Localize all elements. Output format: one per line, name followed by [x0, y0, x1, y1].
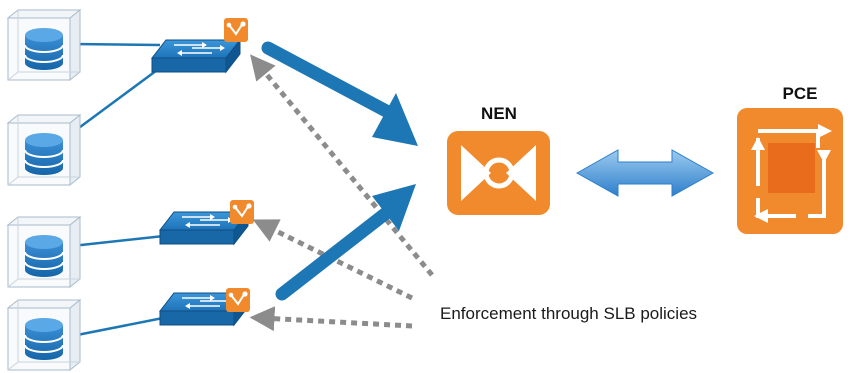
- enforcement-badge-icon: [225, 287, 251, 313]
- nen-pce-double-arrow: [575, 149, 715, 197]
- nen-label: NEN: [481, 104, 517, 123]
- switch-node-top: [151, 17, 249, 73]
- enforcement-badge-icon: [223, 17, 249, 43]
- traffic-arrow-top: [261, 41, 418, 146]
- database-icon: [7, 114, 81, 186]
- switch-node-middle: [159, 199, 255, 245]
- enforcement-badge-icon: [229, 199, 255, 225]
- traffic-arrow-bottom: [275, 184, 416, 301]
- database-icon: [7, 299, 81, 371]
- database-icon: [7, 216, 81, 288]
- nen-bowtie-icon: [447, 131, 550, 215]
- enforcement-caption: Enforcement through SLB policies: [440, 304, 697, 323]
- pce-label: PCE: [783, 84, 818, 103]
- network-switch-icon: [151, 39, 241, 73]
- database-icon: [7, 9, 81, 81]
- pce-cycle-icon: [737, 108, 843, 234]
- switch-node-bottom: [159, 287, 251, 326]
- db-switch-links: [71, 42, 169, 338]
- enforcement-arrows: [249, 54, 434, 332]
